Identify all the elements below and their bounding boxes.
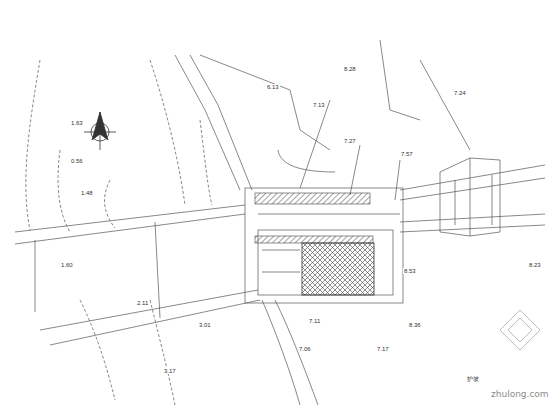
elevation-label: 3.01	[198, 322, 212, 328]
elevation-label: 6.13	[266, 84, 280, 90]
elevation-label: 0.56	[70, 158, 84, 164]
elevation-label: 8.36	[408, 322, 422, 328]
elevation-label: 7.57	[400, 151, 414, 157]
elevation-label: 1.48	[80, 190, 94, 196]
elevation-label: 7.24	[453, 90, 467, 96]
elevation-label: 7.06	[298, 346, 312, 352]
elevation-label: 8.28	[343, 66, 357, 72]
watermark: zhulong.com	[490, 390, 550, 399]
area-label: 护坡	[466, 376, 480, 382]
elevation-label: 7.17	[376, 346, 390, 352]
elevation-label: 2.11	[136, 300, 149, 306]
elevation-label: 1.60	[60, 262, 74, 268]
elevation-label: 8.53	[403, 268, 417, 274]
elevation-label: 8.23	[528, 262, 542, 268]
elevation-label: 7.13	[312, 102, 326, 108]
elevation-label: 3.17	[163, 368, 177, 374]
elevation-label: 1.63	[70, 120, 84, 126]
elevation-label: 7.11	[308, 318, 321, 324]
elevation-label: 7.27	[343, 138, 357, 144]
